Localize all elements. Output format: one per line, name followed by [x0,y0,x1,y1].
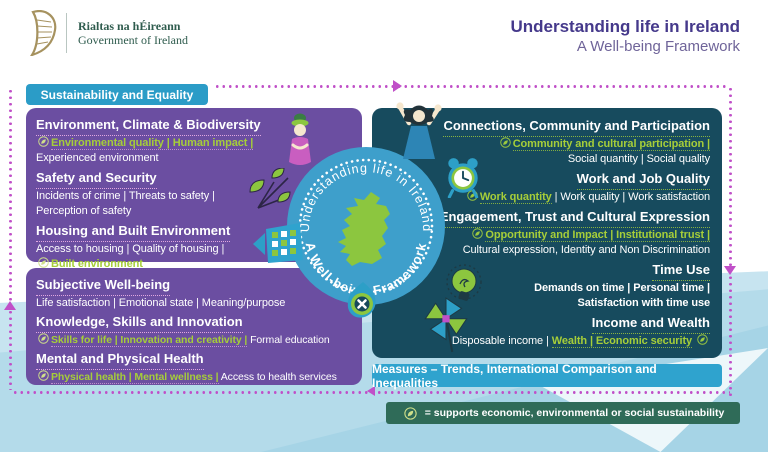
knowledge-indicators: Skills for life | Innovation and creativ… [36,333,354,348]
time-indicators-2: Satisfaction with time use [577,297,711,309]
government-logo-text: Rialtas na hÉireann Government of Irelan… [78,19,188,47]
frame-dotted-top [214,85,728,88]
environment-panel: Environment, Climate & Biodiversity Envi… [26,108,362,271]
time-indicators: Demands on time | Personal time | [534,282,710,294]
sustainability-leaf-icon [404,406,417,420]
legend-label: = supports economic, environmental or so… [424,407,725,419]
falling-leaves-icon [249,168,291,209]
connections-indicators: Community and cultural participation | [382,137,710,152]
civic-indicators-2: Cultural expression, Identity and Non Di… [462,244,710,256]
sustainability-leaf-icon [697,334,708,345]
heading-health: Mental and Physical Health [36,350,354,370]
heading-civic: Civic Engagement, Trust and Cultural Exp… [382,208,710,228]
sustainability-leaf-icon [38,370,49,381]
frame-arrow-down-icon [724,266,736,275]
environment-indicators-2: Experienced environment [36,152,159,164]
safety-indicators-2: Perception of safety [36,205,132,217]
safety-indicators: Incidents of crime | Threats to safety | [36,190,215,202]
house-icon [253,223,303,263]
heading-connections: Connections, Community and Participation [382,117,710,137]
stretching-person-icon [396,102,442,159]
heading-safety: Safety and Security [36,169,354,189]
connections-indicators-2: Social quantity | Social quality [567,153,710,165]
heading-knowledge: Knowledge, Skills and Innovation [36,313,354,333]
housing-indicators: Access to housing | Quality of housing | [36,243,225,255]
wellness-icon [347,282,376,318]
measures-bar: Measures – Trends, International Compari… [372,361,722,390]
wellbeing-panel: Subjective Well-being Life satisfaction … [26,268,362,385]
frame-arrow-up-icon [4,301,16,310]
pinwheel-icon [424,297,468,353]
page-subtitle: A Well-being Framework [576,38,740,55]
sustainability-leaf-icon [38,333,49,344]
sustainability-leaf-icon [472,228,484,239]
gov-name-irish: Rialtas na hÉireann [78,19,181,33]
sustainability-leaf-icon [499,137,511,148]
heading-income: Income and Wealth [382,314,710,334]
income-indicators: Disposable income | Wealth | Economic se… [382,334,710,349]
wellbeing-framework-badge: Understanding life in Ireland A Well-bei… [287,147,445,305]
heading-housing: Housing and Built Environment [36,222,354,242]
logo-divider [66,13,67,53]
housing-indicators-2: Built environment [36,257,354,272]
alarm-clock-icon [447,158,479,198]
sustainability-legend: = supports economic, environmental or so… [386,402,740,424]
heading-subjective-wellbeing: Subjective Well-being [36,276,354,296]
frame-arrow-right-icon [393,80,402,92]
relaxing-person-icon [289,113,311,165]
sustainability-leaf-icon [38,136,49,147]
measures-label: Measures – Trends, International Compari… [372,361,657,390]
ireland-map-icon [338,192,390,266]
harp-icon [30,10,57,56]
frame-dotted-right [729,86,732,398]
page-title-block: Understanding life in Ireland A Well-bei… [510,16,740,56]
gov-name-english: Government of Ireland [78,33,188,47]
heading-work: Work and Job Quality [382,170,710,190]
page-title: Understanding life in Ireland [510,17,740,36]
work-indicators: Work quantity | Work quality | Work sati… [382,190,710,205]
civic-indicators: Opportunity and Impact | Institutional t… [382,228,710,243]
sustainability-leaf-icon [38,257,49,268]
sustainability-banner: Sustainability and Equality [26,84,208,105]
environment-indicators: Environmental quality | Human impact | [36,136,354,151]
health-indicators: Physical health | Mental wellness | Acce… [36,370,354,385]
frame-arrow-left-icon [367,386,375,396]
heading-time-use: Time Use [382,261,710,281]
lightbulb-icon [446,264,482,301]
frame-dotted-left [9,88,12,390]
heading-environment: Environment, Climate & Biodiversity [36,116,354,136]
sustainability-banner-label: Sustainability and Equality [40,87,194,102]
subjective-indicators: Life satisfaction | Emotional state | Me… [36,297,286,309]
